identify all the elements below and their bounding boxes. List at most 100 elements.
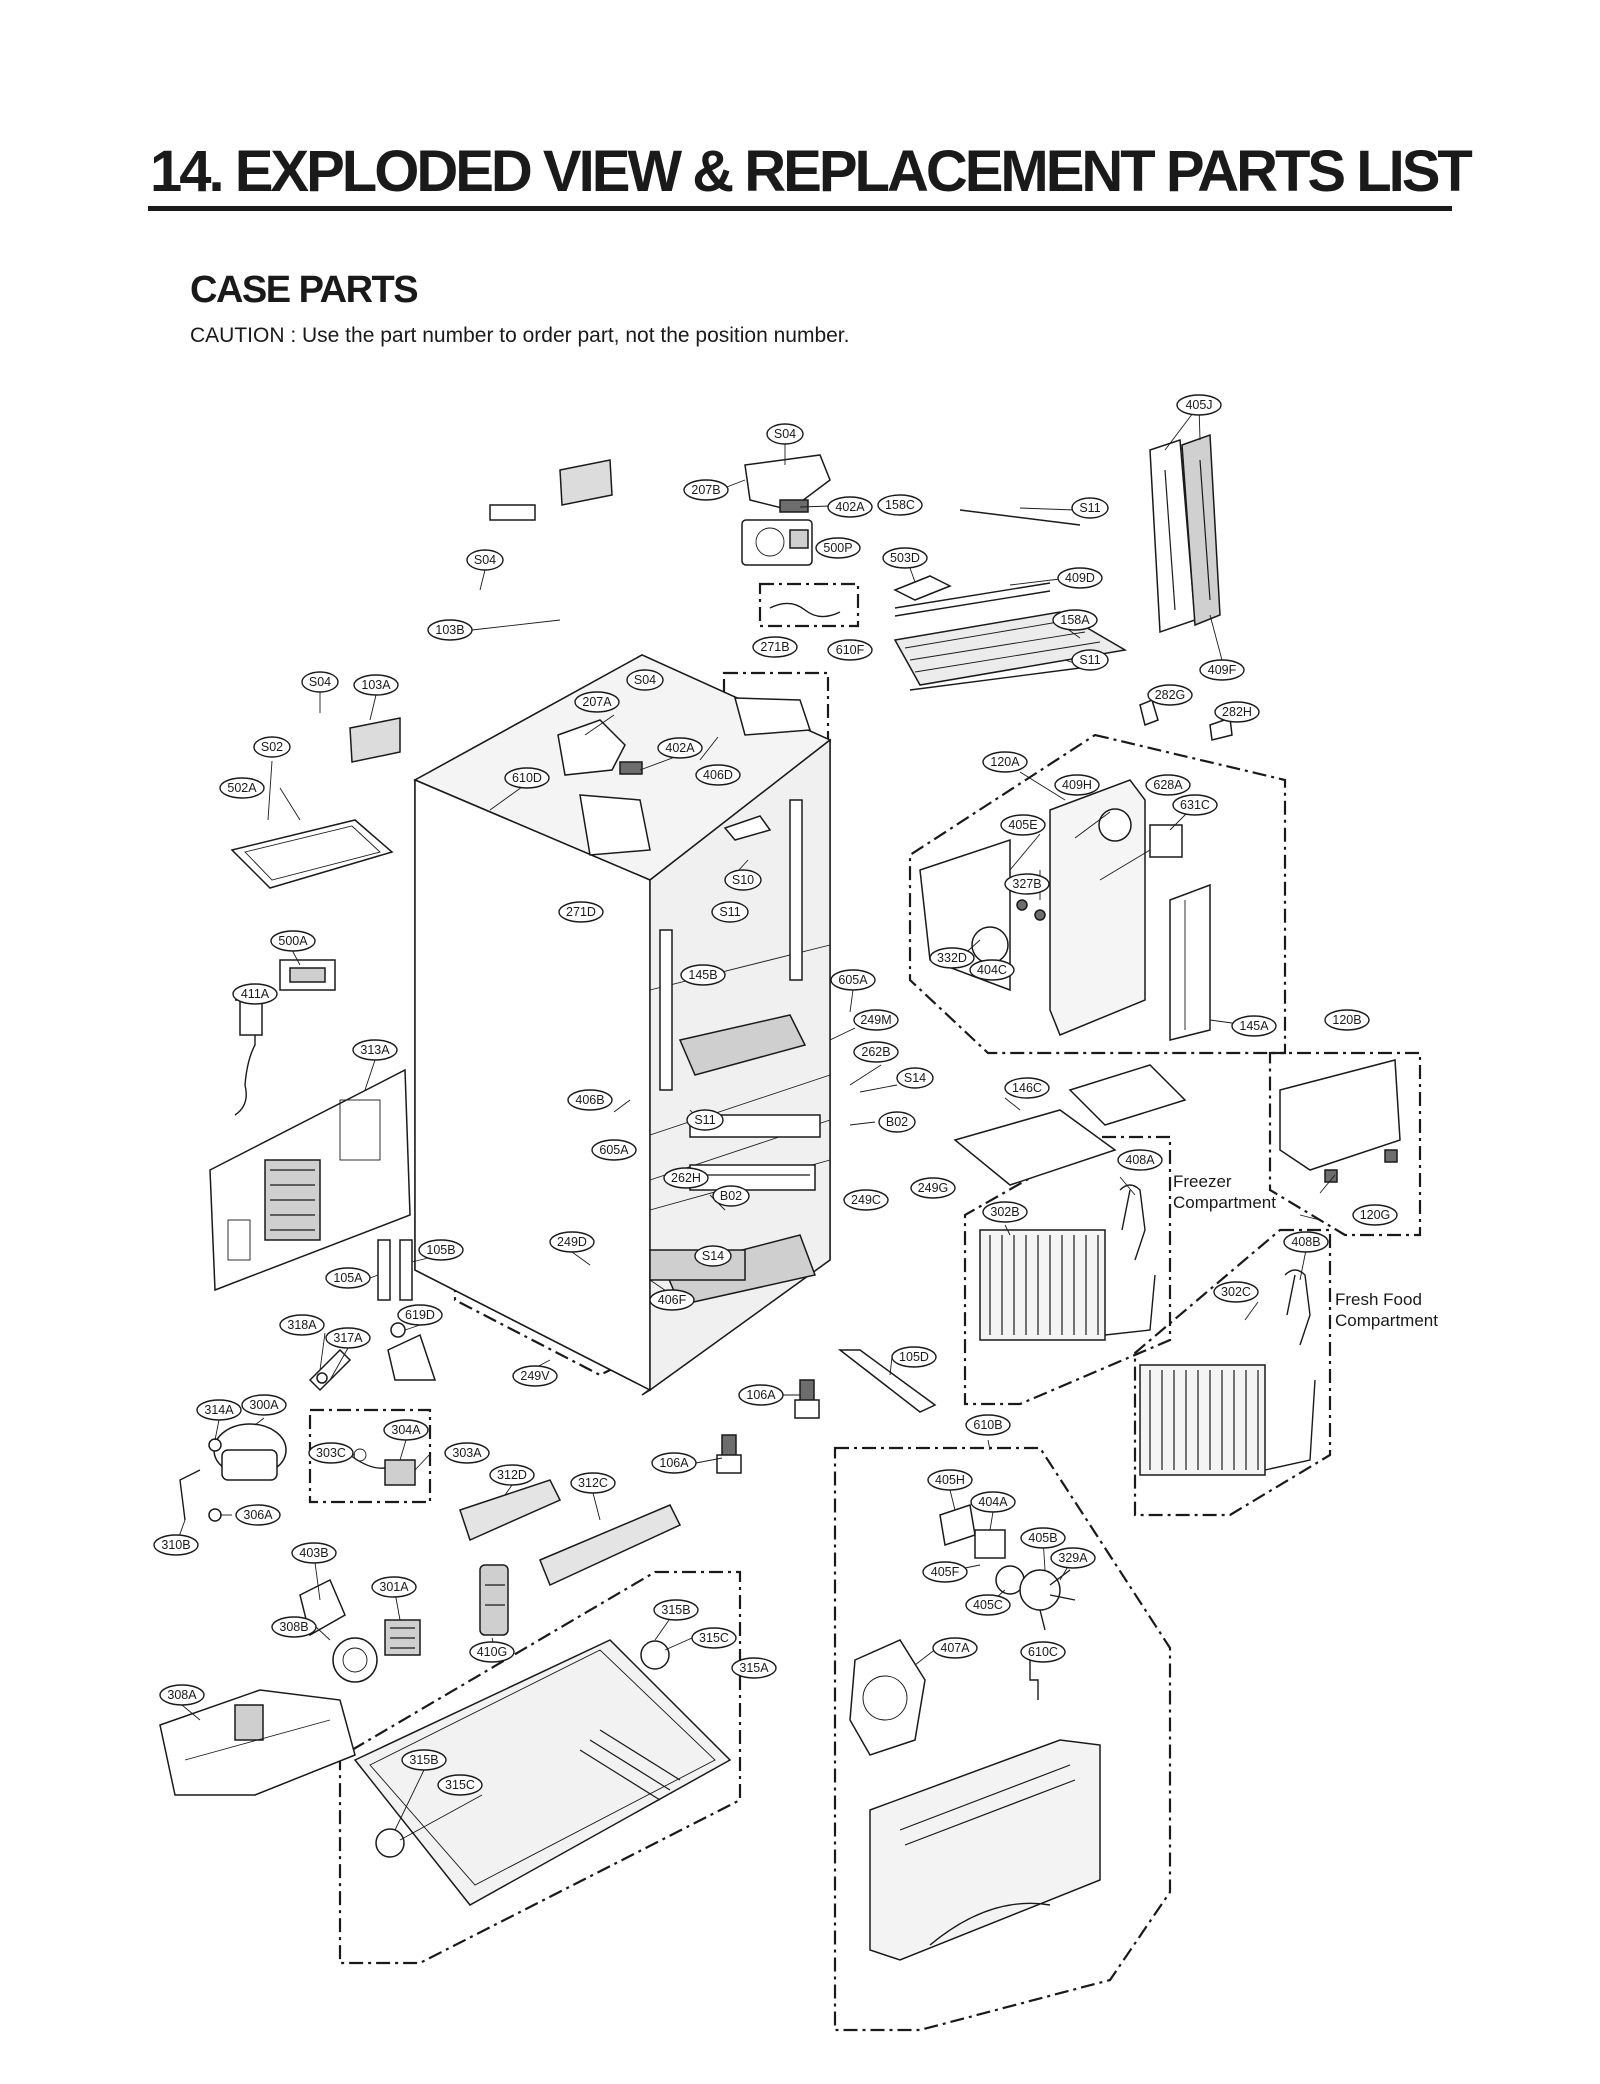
callout-407a: 407A bbox=[932, 1637, 978, 1659]
svg-text:302C: 302C bbox=[1221, 1285, 1251, 1299]
callout-315b: 315B bbox=[653, 1599, 699, 1621]
svg-text:120A: 120A bbox=[990, 755, 1020, 769]
callout-249d: 249D bbox=[549, 1231, 595, 1253]
svg-text:327B: 327B bbox=[1012, 877, 1041, 891]
svg-text:249M: 249M bbox=[860, 1013, 891, 1027]
svg-text:B02: B02 bbox=[720, 1189, 742, 1203]
callout-308a: 308A bbox=[159, 1684, 205, 1706]
svg-text:301A: 301A bbox=[379, 1580, 409, 1594]
callout-408a: 408A bbox=[1117, 1149, 1163, 1171]
callout-s02: S02 bbox=[253, 736, 291, 758]
section-title: CASE PARTS bbox=[190, 269, 419, 311]
svg-text:315A: 315A bbox=[739, 1661, 769, 1675]
callout-405c: 405C bbox=[965, 1594, 1011, 1616]
svg-text:249D: 249D bbox=[557, 1235, 587, 1249]
svg-text:105B: 105B bbox=[426, 1243, 455, 1257]
callout-s11: S11 bbox=[1071, 497, 1109, 519]
svg-text:404A: 404A bbox=[978, 1495, 1008, 1509]
svg-text:408B: 408B bbox=[1291, 1235, 1320, 1249]
svg-text:605A: 605A bbox=[599, 1143, 629, 1157]
callout-s14: S14 bbox=[694, 1245, 732, 1267]
svg-text:S04: S04 bbox=[774, 427, 796, 441]
svg-text:120B: 120B bbox=[1332, 1013, 1361, 1027]
title-rule bbox=[148, 206, 1452, 211]
svg-text:315C: 315C bbox=[445, 1778, 475, 1792]
svg-text:610B: 610B bbox=[973, 1418, 1002, 1432]
svg-text:315B: 315B bbox=[409, 1753, 438, 1767]
svg-text:610C: 610C bbox=[1028, 1645, 1058, 1659]
callout-s10: S10 bbox=[724, 869, 762, 891]
callout-282h: 282H bbox=[1214, 701, 1260, 723]
svg-text:145A: 145A bbox=[1239, 1019, 1269, 1033]
base-plate bbox=[353, 1639, 732, 1906]
callout-158a: 158A bbox=[1052, 609, 1098, 631]
svg-text:318A: 318A bbox=[287, 1318, 317, 1332]
svg-text:303C: 303C bbox=[316, 1446, 346, 1460]
callout-303c: 303C bbox=[308, 1442, 354, 1464]
callout-306a: 306A bbox=[235, 1504, 281, 1526]
callout-103a: 103A bbox=[353, 674, 399, 696]
svg-text:402A: 402A bbox=[665, 741, 695, 755]
callout-302c: 302C bbox=[1213, 1281, 1259, 1303]
svg-text:304A: 304A bbox=[391, 1423, 421, 1437]
callout-249c: 249C bbox=[843, 1189, 889, 1211]
callout-329a: 329A bbox=[1050, 1547, 1096, 1569]
svg-text:405F: 405F bbox=[931, 1565, 960, 1579]
svg-text:103A: 103A bbox=[361, 678, 391, 692]
callout-s11: S11 bbox=[686, 1109, 724, 1131]
svg-text:315B: 315B bbox=[661, 1603, 690, 1617]
callout-s04: S04 bbox=[466, 549, 504, 571]
svg-text:249C: 249C bbox=[851, 1193, 881, 1207]
callout-610c: 610C bbox=[1020, 1641, 1066, 1663]
callout-312d: 312D bbox=[489, 1464, 535, 1486]
callout-249m: 249M bbox=[853, 1009, 899, 1031]
callout-302b: 302B bbox=[982, 1201, 1028, 1223]
svg-text:S11: S11 bbox=[694, 1113, 715, 1127]
evaporators bbox=[979, 1184, 1316, 1476]
svg-text:406D: 406D bbox=[703, 768, 733, 782]
svg-text:502A: 502A bbox=[227, 781, 257, 795]
callout-315c: 315C bbox=[437, 1774, 483, 1796]
callout-105b: 105B bbox=[418, 1239, 464, 1261]
svg-text:402A: 402A bbox=[835, 500, 865, 514]
svg-text:610D: 610D bbox=[512, 771, 542, 785]
note-freezer-line2: Compartment bbox=[1173, 1193, 1276, 1212]
svg-text:605A: 605A bbox=[838, 973, 868, 987]
svg-text:249G: 249G bbox=[918, 1181, 949, 1195]
callout-301a: 301A bbox=[371, 1576, 417, 1598]
svg-text:405H: 405H bbox=[935, 1473, 965, 1487]
callout-300a: 300A bbox=[241, 1394, 287, 1416]
svg-text:B02: B02 bbox=[886, 1115, 908, 1129]
callout-500a: 500A bbox=[270, 930, 316, 952]
svg-text:207A: 207A bbox=[582, 695, 612, 709]
svg-text:314A: 314A bbox=[204, 1403, 234, 1417]
callout-318a: 318A bbox=[279, 1314, 325, 1336]
callout-s14: S14 bbox=[896, 1067, 934, 1089]
callout-310b: 310B bbox=[153, 1534, 199, 1556]
svg-text:410G: 410G bbox=[477, 1645, 508, 1659]
svg-text:S14: S14 bbox=[904, 1071, 926, 1085]
callout-314a: 314A bbox=[196, 1399, 242, 1421]
callout-502a: 502A bbox=[219, 777, 265, 799]
callout-327b: 327B bbox=[1004, 873, 1050, 895]
callout-249g: 249G bbox=[910, 1177, 956, 1199]
callout-503d: 503D bbox=[882, 547, 928, 569]
group-box-302b bbox=[963, 1135, 1172, 1406]
callout-s11: S11 bbox=[1071, 649, 1109, 671]
callout-410g: 410G bbox=[469, 1641, 515, 1663]
callout-145a: 145A bbox=[1231, 1015, 1277, 1037]
callout-405h: 405H bbox=[927, 1469, 973, 1491]
callout-103b: 103B bbox=[427, 619, 473, 641]
svg-text:207B: 207B bbox=[691, 483, 720, 497]
group-box-610f bbox=[758, 582, 860, 628]
callout-406b: 406B bbox=[567, 1089, 613, 1111]
callout-405e: 405E bbox=[1000, 814, 1046, 836]
callout-271d: 271D bbox=[558, 901, 604, 923]
svg-text:404C: 404C bbox=[977, 963, 1007, 977]
callout-262h: 262H bbox=[663, 1167, 709, 1189]
svg-text:408A: 408A bbox=[1125, 1153, 1155, 1167]
svg-text:610F: 610F bbox=[836, 643, 865, 657]
svg-text:500A: 500A bbox=[278, 934, 308, 948]
svg-text:312C: 312C bbox=[578, 1476, 608, 1490]
